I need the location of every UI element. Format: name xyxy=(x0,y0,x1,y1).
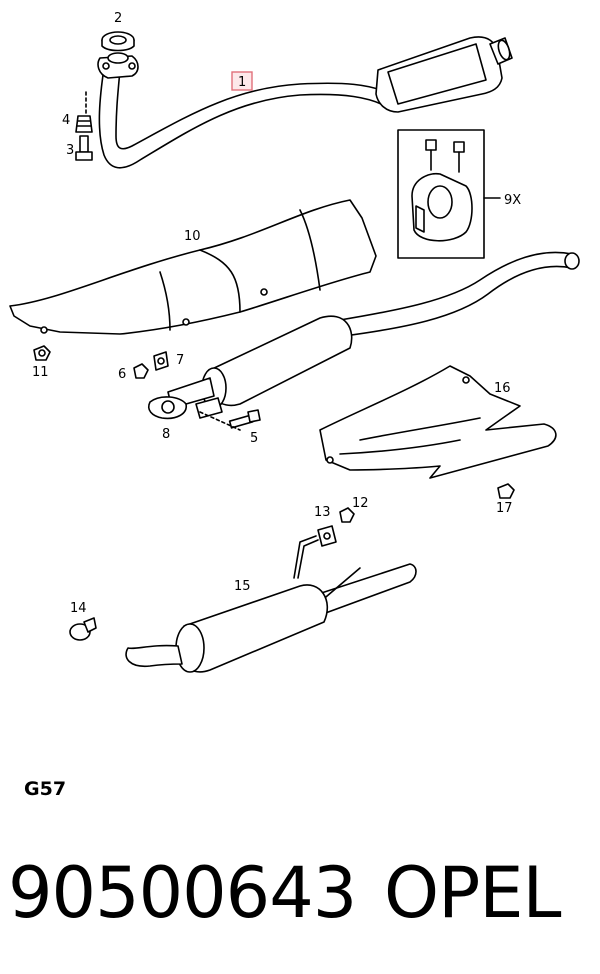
callout-10: 10 xyxy=(184,229,201,244)
rubber-mount-13[interactable] xyxy=(317,525,337,547)
heat-shield-16[interactable] xyxy=(319,365,557,479)
callout-9x: 9X xyxy=(504,193,521,208)
seal-ring-2[interactable] xyxy=(101,31,135,52)
nut-17[interactable] xyxy=(497,483,515,499)
exhaust-system-diagram: 1 2 3 4 5 6 7 8 9X 10 11 12 13 14 15 16 … xyxy=(9,11,580,673)
callout-13: 13 xyxy=(314,505,331,520)
callout-5: 5 xyxy=(250,431,258,446)
callout-15: 15 xyxy=(234,579,251,594)
callout-7: 7 xyxy=(176,353,184,368)
rear-silencer-15[interactable] xyxy=(125,535,417,673)
callout-1-highlight xyxy=(231,71,253,91)
nut-11[interactable] xyxy=(33,345,51,361)
front-pipe-with-catalytic-converter[interactable] xyxy=(97,36,513,169)
callout-3: 3 xyxy=(66,143,74,158)
callout-16: 16 xyxy=(494,381,511,396)
nut-6[interactable] xyxy=(133,363,149,379)
callout-11: 11 xyxy=(32,365,49,380)
heat-shield-10[interactable] xyxy=(9,199,377,335)
section-code: G57 xyxy=(24,778,67,800)
rubber-mount-7[interactable] xyxy=(153,351,169,371)
callout-12: 12 xyxy=(352,496,369,511)
footer: 90500643 OPEL xyxy=(8,848,598,948)
brand-name: OPEL xyxy=(384,852,562,934)
clamp-kit-inset-9x[interactable] xyxy=(397,129,485,259)
bolt-3[interactable] xyxy=(75,135,93,161)
callout-2: 2 xyxy=(114,11,122,26)
callout-17: 17 xyxy=(496,501,513,516)
callout-1: 1 xyxy=(238,75,246,90)
clamp-14[interactable] xyxy=(69,617,97,641)
callout-6: 6 xyxy=(118,367,126,382)
nut-12[interactable] xyxy=(339,507,355,523)
part-number: 90500643 xyxy=(8,852,357,934)
callout-4: 4 xyxy=(62,113,70,128)
callout-8: 8 xyxy=(162,427,170,442)
bolt-5[interactable] xyxy=(199,409,261,431)
callout-14: 14 xyxy=(70,601,87,616)
sleeve-4[interactable] xyxy=(75,91,93,133)
